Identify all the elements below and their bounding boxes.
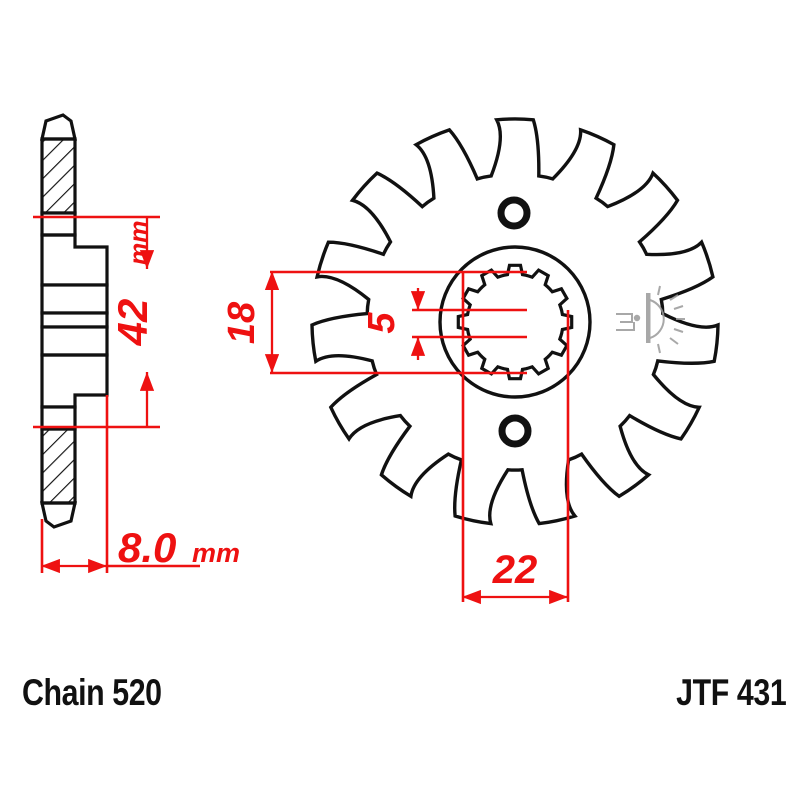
section-hub-shoulder-bottom [40,353,109,409]
bolt-hole-bottom [498,414,532,448]
dim-8mm-unit: mm [192,538,240,568]
chain-size-label: Chain 520 [22,672,162,713]
section-hub-ring-1 [40,283,109,315]
section-hub-ring-3 [40,325,109,357]
dim-18: 18 [221,270,527,375]
sun-ray-7 [657,343,661,354]
dim-8mm-text: 8.0 [118,524,176,571]
dim-5: 5 [361,288,527,360]
dim-42mm-unit: mm [125,221,153,265]
dim-18-text: 18 [221,301,263,344]
sun-ray-5 [669,337,679,345]
sun-burst-bracket [616,313,635,331]
section-hub-shoulder-top [40,233,109,287]
hub-boss-circle [438,245,592,399]
cross-section-side-view [40,113,109,529]
dim-22: 22 [461,272,570,605]
sprocket-profile [310,117,720,526]
sun-burst-dot [633,314,641,322]
sun-ray-1 [669,294,679,301]
dim-22-text: 22 [492,548,538,592]
spline-bore [456,263,574,381]
sun-burst-icon [616,285,685,354]
sun-ray-2 [673,305,684,310]
section-tooth-tip-bottom [40,501,77,529]
sun-burst-bar [646,293,651,343]
dim-42mm: 42 mm [33,215,160,429]
section-hub-ring-2 [40,311,109,329]
section-tooth-tip-top [40,113,77,141]
sun-ray-6 [657,285,661,296]
dim-42mm-text: 42 [109,299,156,347]
sprocket-teeth-path [310,117,720,526]
section-tooth-body-bottom [40,427,77,505]
part-number-label: JTF 431 [675,672,787,713]
sun-ray-4 [673,328,684,333]
bolt-hole-top [497,196,531,230]
dim-5-text: 5 [361,312,403,334]
section-tooth-body-top [40,137,77,215]
dim-8mm: 8.0 mm [40,395,240,574]
sun-burst-arc [649,299,665,339]
